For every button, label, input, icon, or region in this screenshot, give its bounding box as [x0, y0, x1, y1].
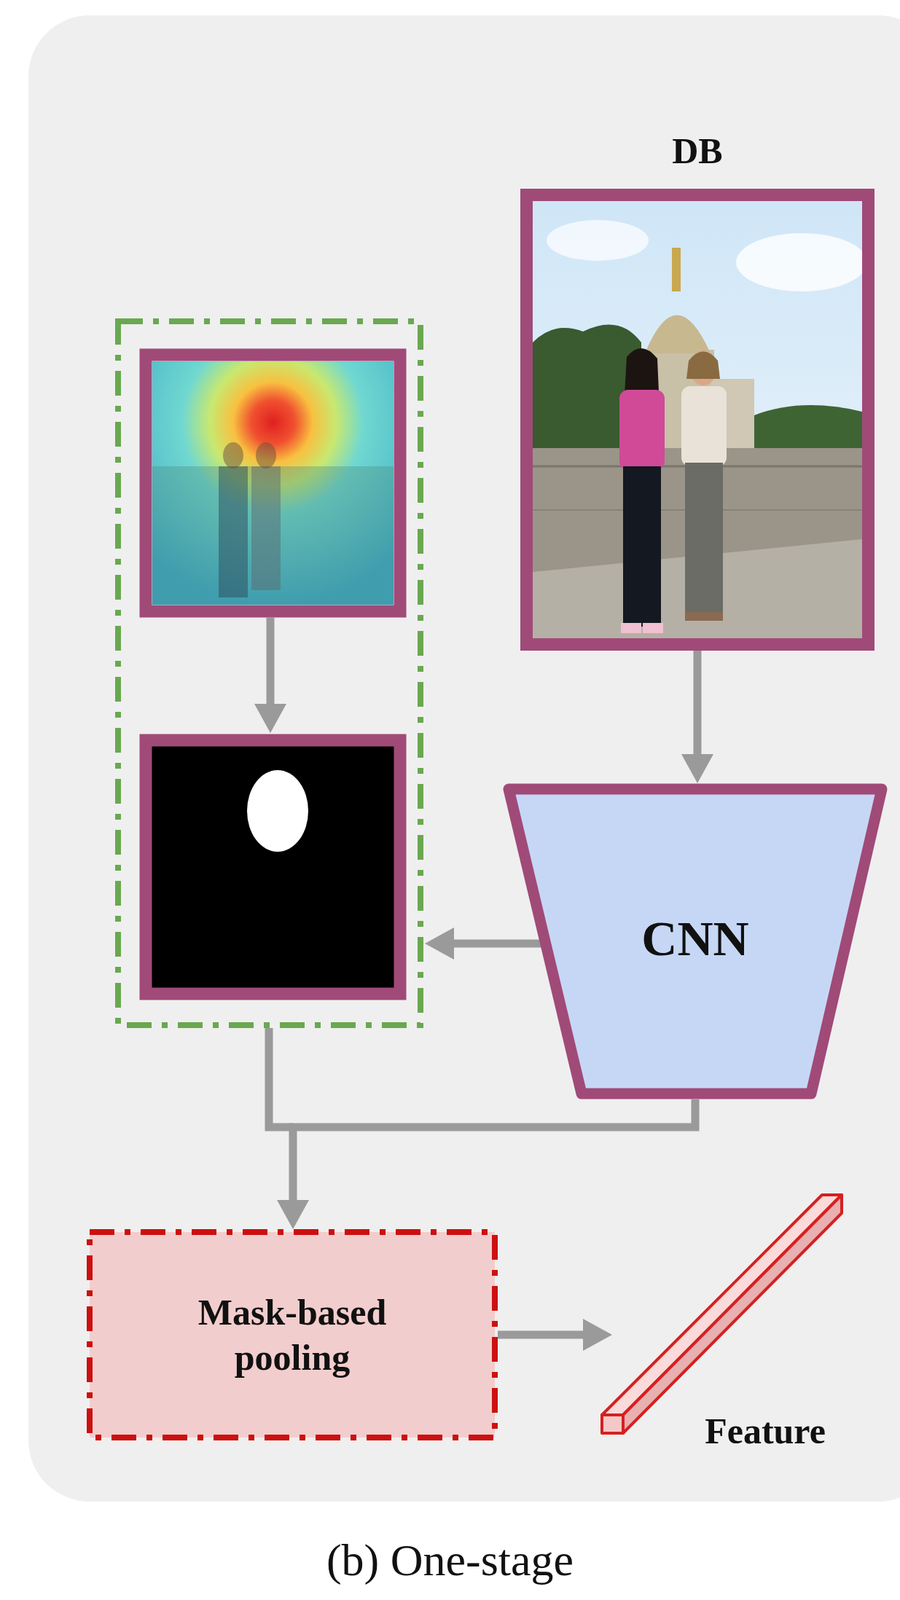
- connector-arrow: [276, 1099, 696, 1230]
- arrowhead: [681, 754, 714, 784]
- connector-line: [292, 1099, 696, 1204]
- pooling-box: Mask-based pooling: [86, 1229, 498, 1441]
- heatmap-border: [145, 354, 401, 612]
- node-label: Mask-based pooling: [171, 1289, 413, 1381]
- layout-arrowhead: [254, 703, 455, 960]
- trapezoid-outline: [508, 789, 882, 1094]
- node-label: DB: [520, 129, 875, 172]
- panel-background: [28, 15, 900, 1502]
- connector-line: [693, 650, 702, 758]
- mask-blob: [247, 770, 309, 852]
- box-shape: [86, 1229, 498, 1441]
- node-label: Feature: [677, 1410, 853, 1453]
- layout-arrow: [268, 617, 543, 1128]
- arrowhead: [276, 1200, 309, 1230]
- connector-arrow: [497, 1319, 613, 1352]
- feature-vector: [601, 1195, 842, 1434]
- mask-image: [145, 740, 401, 995]
- figure-caption: (b) One-stage: [0, 1532, 900, 1588]
- node-label: CNN: [641, 910, 749, 967]
- database-image-box: DB: [520, 188, 875, 651]
- cnn-trapezoid: CNN: [502, 783, 888, 1100]
- arrowhead: [582, 1319, 613, 1352]
- connector-arrow: [681, 650, 714, 784]
- feature-node: Feature: [612, 1180, 875, 1458]
- dashdot-outline: [89, 1232, 495, 1438]
- heatmap-image: [152, 361, 394, 605]
- group-outline: [118, 321, 421, 1026]
- connector-line: [497, 1331, 586, 1340]
- db-photo: [532, 201, 868, 639]
